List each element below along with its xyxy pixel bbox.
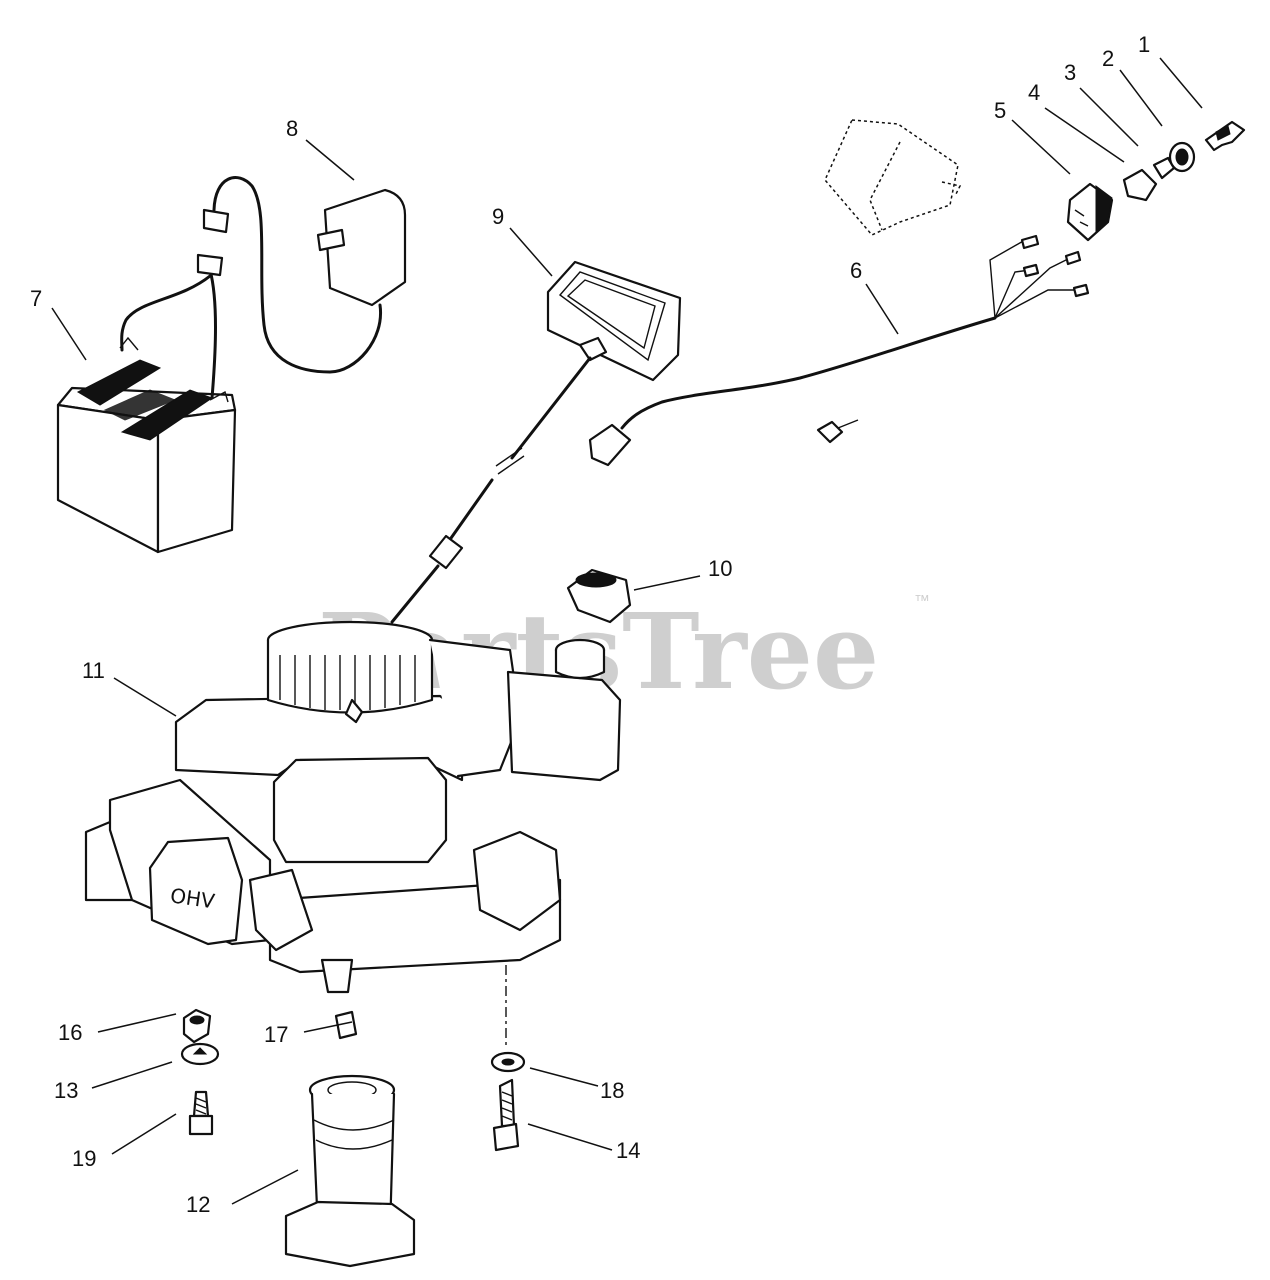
callout-14[interactable]: 14 [616,1138,640,1163]
nut-part-16[interactable] [182,1008,212,1044]
callout-12[interactable]: 12 [186,1192,210,1217]
callout-9[interactable]: 9 [492,204,504,229]
leader-19 [111,1113,177,1155]
leader-1 [1159,57,1203,109]
leader-lines [51,57,1203,1205]
callout-17[interactable]: 17 [264,1022,288,1047]
washer-part-13[interactable] [180,1042,220,1066]
callout-19[interactable]: 19 [72,1146,96,1171]
engine-part-11[interactable]: OHV [84,620,622,994]
callout-8[interactable]: 8 [286,116,298,141]
leader-2 [1119,69,1163,127]
leader-8 [305,139,355,181]
leader-5 [1011,119,1071,175]
leader-12 [231,1169,299,1205]
oil-cap-part-10[interactable] [566,568,632,624]
callout-18[interactable]: 18 [600,1078,624,1103]
callout-7[interactable]: 7 [30,286,42,311]
hour-meter-part-9[interactable] [390,260,682,624]
callout-16[interactable]: 16 [58,1020,82,1045]
ignition-bezel-part-2[interactable] [1168,141,1196,173]
leader-13 [91,1061,173,1089]
leader-17 [303,1021,353,1033]
callout-3[interactable]: 3 [1064,60,1076,85]
leader-7 [51,307,87,361]
leader-16 [97,1013,177,1033]
callout-5[interactable]: 5 [994,98,1006,123]
leader-9 [509,227,553,277]
blade-adapter-part-12[interactable] [284,1074,416,1268]
watermark-trademark: ™ [914,593,930,610]
leader-18 [529,1067,599,1087]
callout-10[interactable]: 10 [708,556,732,581]
callout-11[interactable]: 11 [82,658,105,683]
callouts: 1 2 3 4 5 6 7 8 9 10 11 12 13 14 16 17 1… [30,32,1150,1217]
leader-6 [865,283,899,335]
callout-6[interactable]: 6 [850,258,862,283]
callout-2[interactable]: 2 [1102,46,1114,71]
callout-1[interactable]: 1 [1138,32,1150,57]
leader-14 [527,1123,613,1151]
leader-11 [113,677,177,717]
callout-4[interactable]: 4 [1028,80,1040,105]
leader-4 [1044,107,1125,163]
dash-panel-outline [824,119,962,236]
leader-3 [1079,87,1139,147]
bolt-part-14[interactable] [492,1078,520,1152]
callout-13[interactable]: 13 [54,1078,78,1103]
charger-part-8[interactable] [120,176,407,400]
wiring-harness-part-6[interactable] [588,234,1090,467]
leader-10 [633,575,701,591]
ignition-washer-part-4[interactable] [1122,168,1158,202]
bolt-part-19[interactable] [188,1090,214,1136]
key-part-17[interactable] [334,1010,358,1040]
ignition-key-part-1[interactable] [1204,120,1246,152]
ignition-switch-part-5[interactable] [1066,182,1114,242]
battery-part-7[interactable] [56,336,237,554]
washer-part-18[interactable] [490,1051,526,1073]
